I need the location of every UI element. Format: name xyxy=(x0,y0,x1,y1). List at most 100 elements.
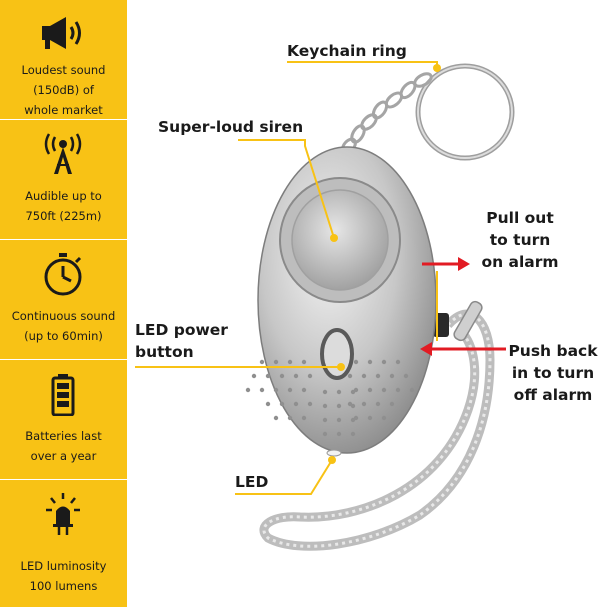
feature-line: 750ft (225m) xyxy=(25,209,102,223)
speaker-hole xyxy=(322,417,328,423)
speaker-hole xyxy=(367,387,373,393)
feature-text: Audible up to 750ft (225m) xyxy=(0,186,127,226)
feature-led-luminosity: LED luminosity 100 lumens xyxy=(0,480,127,600)
speaker-hole xyxy=(273,359,279,365)
feature-sidebar: Loudest sound (150dB) of whole market Au… xyxy=(0,0,127,607)
speaker-hole xyxy=(395,387,401,393)
speaker-hole xyxy=(361,401,367,407)
feature-line: (150dB) of xyxy=(33,83,94,97)
label-pull-out: Pull out to turn on alarm xyxy=(475,207,565,273)
speaker-hole xyxy=(265,373,271,379)
speaker-hole xyxy=(301,359,307,365)
label-push-back: Push back in to turn off alarm xyxy=(507,340,599,406)
speaker-hole xyxy=(336,431,342,437)
battery-icon xyxy=(51,374,75,416)
speaker-hole xyxy=(361,373,367,379)
speaker-hole xyxy=(293,401,299,407)
speaker-hole xyxy=(273,387,279,393)
feature-line: LED luminosity xyxy=(20,559,107,573)
feature-line: whole market xyxy=(24,103,103,117)
speaker-hole xyxy=(375,373,381,379)
speaker-hole xyxy=(301,415,307,421)
red-arrows xyxy=(420,257,506,356)
speaker-hole xyxy=(381,387,387,393)
speaker-hole xyxy=(307,373,313,379)
label-line: button xyxy=(135,343,194,361)
speaker-hole xyxy=(301,387,307,393)
speaker-hole xyxy=(336,403,342,409)
feature-line: Batteries last xyxy=(25,429,102,443)
speaker-hole xyxy=(367,415,373,421)
speaker-holes xyxy=(245,359,415,437)
label-keychain-ring: Keychain ring xyxy=(287,42,407,60)
speaker-hole xyxy=(307,401,313,407)
pull-pin xyxy=(453,300,483,342)
speaker-hole xyxy=(409,387,415,393)
speaker-hole xyxy=(350,417,356,423)
speaker-hole xyxy=(389,401,395,407)
feature-continuous-sound: Continuous sound (up to 60min) xyxy=(0,240,127,360)
label-line: off alarm xyxy=(513,386,593,404)
speaker-hole xyxy=(350,389,356,395)
speaker-hole xyxy=(322,403,328,409)
speaker-hole xyxy=(287,387,293,393)
speaker-hole xyxy=(293,373,299,379)
speaker-hole xyxy=(381,415,387,421)
signal-tower-icon xyxy=(44,133,82,174)
speaker-hole xyxy=(375,401,381,407)
speaker-hole xyxy=(336,389,342,395)
product-diagram: Keychain ring Super-loud siren LED power… xyxy=(127,0,600,607)
label-led: LED xyxy=(235,473,269,491)
feature-line: Loudest sound xyxy=(21,63,106,77)
speaker-hole xyxy=(395,359,401,365)
speaker-hole xyxy=(353,359,359,365)
label-line: on alarm xyxy=(481,253,559,271)
speaker-hole xyxy=(287,359,293,365)
feature-text: Continuous sound (up to 60min) xyxy=(0,306,127,346)
stopwatch-icon xyxy=(44,253,82,296)
label-led-power-button: LED power button xyxy=(135,319,228,363)
feature-line: 100 lumens xyxy=(29,579,98,593)
speaker-hole xyxy=(265,401,271,407)
speaker-hole xyxy=(403,373,409,379)
siren-speaker xyxy=(291,189,389,291)
feature-text: Loudest sound (150dB) of whole market xyxy=(0,60,127,120)
feature-loudest-sound: Loudest sound (150dB) of whole market xyxy=(0,0,127,120)
speaker-hole xyxy=(251,373,257,379)
feature-line: Continuous sound xyxy=(11,309,116,323)
led-lens xyxy=(326,449,342,457)
speaker-hole xyxy=(279,401,285,407)
speaker-hole xyxy=(350,431,356,437)
speaker-hole xyxy=(367,359,373,365)
feature-line: over a year xyxy=(30,449,97,463)
label-line: in to turn xyxy=(511,364,595,382)
speaker-hole xyxy=(381,359,387,365)
feature-battery-life: Batteries last over a year xyxy=(0,360,127,480)
feature-text: LED luminosity 100 lumens xyxy=(0,556,127,596)
label-line: Pull out xyxy=(486,209,554,227)
label-line: to turn xyxy=(489,231,551,249)
speaker-hole xyxy=(336,417,342,423)
led-power-button-shape xyxy=(320,328,354,380)
speaker-hole xyxy=(322,431,328,437)
speaker-hole xyxy=(259,387,265,393)
feature-text: Batteries last over a year xyxy=(0,426,127,466)
label-line: Push back xyxy=(508,342,598,360)
speaker-hole xyxy=(279,373,285,379)
chain-links xyxy=(341,72,433,155)
led-bulb-icon xyxy=(46,493,80,535)
speaker-hole xyxy=(245,387,251,393)
feature-audible-range: Audible up to 750ft (225m) xyxy=(0,120,127,240)
megaphone-icon xyxy=(42,17,81,49)
label-super-loud-siren: Super-loud siren xyxy=(158,118,304,136)
speaker-hole xyxy=(389,373,395,379)
label-line: LED power xyxy=(135,321,228,339)
speaker-hole xyxy=(287,415,293,421)
speaker-hole xyxy=(350,403,356,409)
speaker-hole xyxy=(273,415,279,421)
feature-line: (up to 60min) xyxy=(24,329,103,343)
speaker-hole xyxy=(347,373,353,379)
speaker-hole xyxy=(259,359,265,365)
feature-line: Audible up to xyxy=(25,189,102,203)
speaker-hole xyxy=(322,389,328,395)
